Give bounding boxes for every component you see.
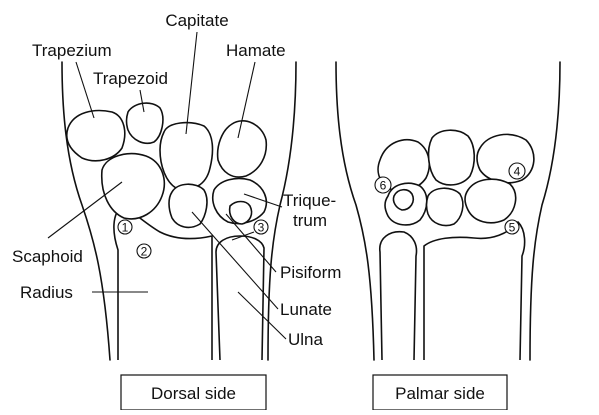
marker-4-label: 4 — [514, 165, 521, 179]
marker-3: 3 — [254, 220, 268, 235]
palmar-radius-bone — [424, 222, 525, 360]
marker-6-label: 6 — [380, 179, 387, 193]
marker-2: 2 — [137, 244, 151, 259]
dorsal-trapezium-bone — [67, 111, 125, 161]
caption-palmar: Palmar side — [395, 384, 485, 403]
marker-5: 5 — [505, 220, 519, 235]
dorsal-ulna-bone — [216, 236, 264, 360]
dorsal-pisiform-bone — [230, 202, 252, 225]
label-triquetrum-line1: Trique- — [283, 191, 336, 210]
dorsal-scaphoid-bone — [102, 154, 165, 219]
dorsal-lunate-bone — [169, 184, 207, 227]
marker-2-label: 2 — [141, 245, 148, 259]
marker-3-label: 3 — [258, 221, 265, 235]
palmar-skin-outline-right — [530, 62, 560, 360]
dorsal-hamate-bone — [218, 121, 267, 177]
label-triquetrum-line2: trum — [293, 211, 327, 230]
marker-5-label: 5 — [509, 221, 516, 235]
marker-6: 6 — [375, 177, 391, 193]
label-scaphoid: Scaphoid — [12, 247, 83, 266]
marker-1: 1 — [118, 220, 132, 235]
capitate-leader-line — [186, 32, 197, 134]
marker-1-label: 1 — [122, 221, 129, 235]
label-radius: Radius — [20, 283, 73, 302]
label-pisiform: Pisiform — [280, 263, 341, 282]
label-lunate: Lunate — [280, 300, 332, 319]
dorsal-view: 1 2 3 Capitate Trapezium Hamate Trapezoi… — [12, 11, 341, 410]
label-ulna: Ulna — [288, 330, 324, 349]
label-trapezium: Trapezium — [32, 41, 112, 60]
palmar-scaphoid-bone — [465, 179, 516, 223]
palmar-view: 4 5 6 Palmar side — [336, 62, 560, 410]
label-hamate: Hamate — [226, 41, 286, 60]
dorsal-skin-outline-left — [62, 62, 110, 360]
label-trapezoid: Trapezoid — [93, 69, 168, 88]
label-capitate: Capitate — [165, 11, 228, 30]
palmar-skin-outline-left — [336, 62, 374, 360]
dorsal-trapezoid-bone — [127, 103, 163, 143]
palmar-pisiform-bone — [393, 190, 413, 210]
caption-dorsal: Dorsal side — [151, 384, 236, 403]
palmar-trapezium-bone — [477, 134, 534, 182]
trapezium-leader-line — [76, 62, 94, 118]
palmar-capitate-bone — [429, 130, 475, 185]
palmar-ulna-bone — [380, 232, 417, 360]
palmar-lunate-bone — [427, 188, 463, 225]
marker-4: 4 — [509, 163, 525, 179]
scaphoid-leader-line — [48, 182, 122, 238]
